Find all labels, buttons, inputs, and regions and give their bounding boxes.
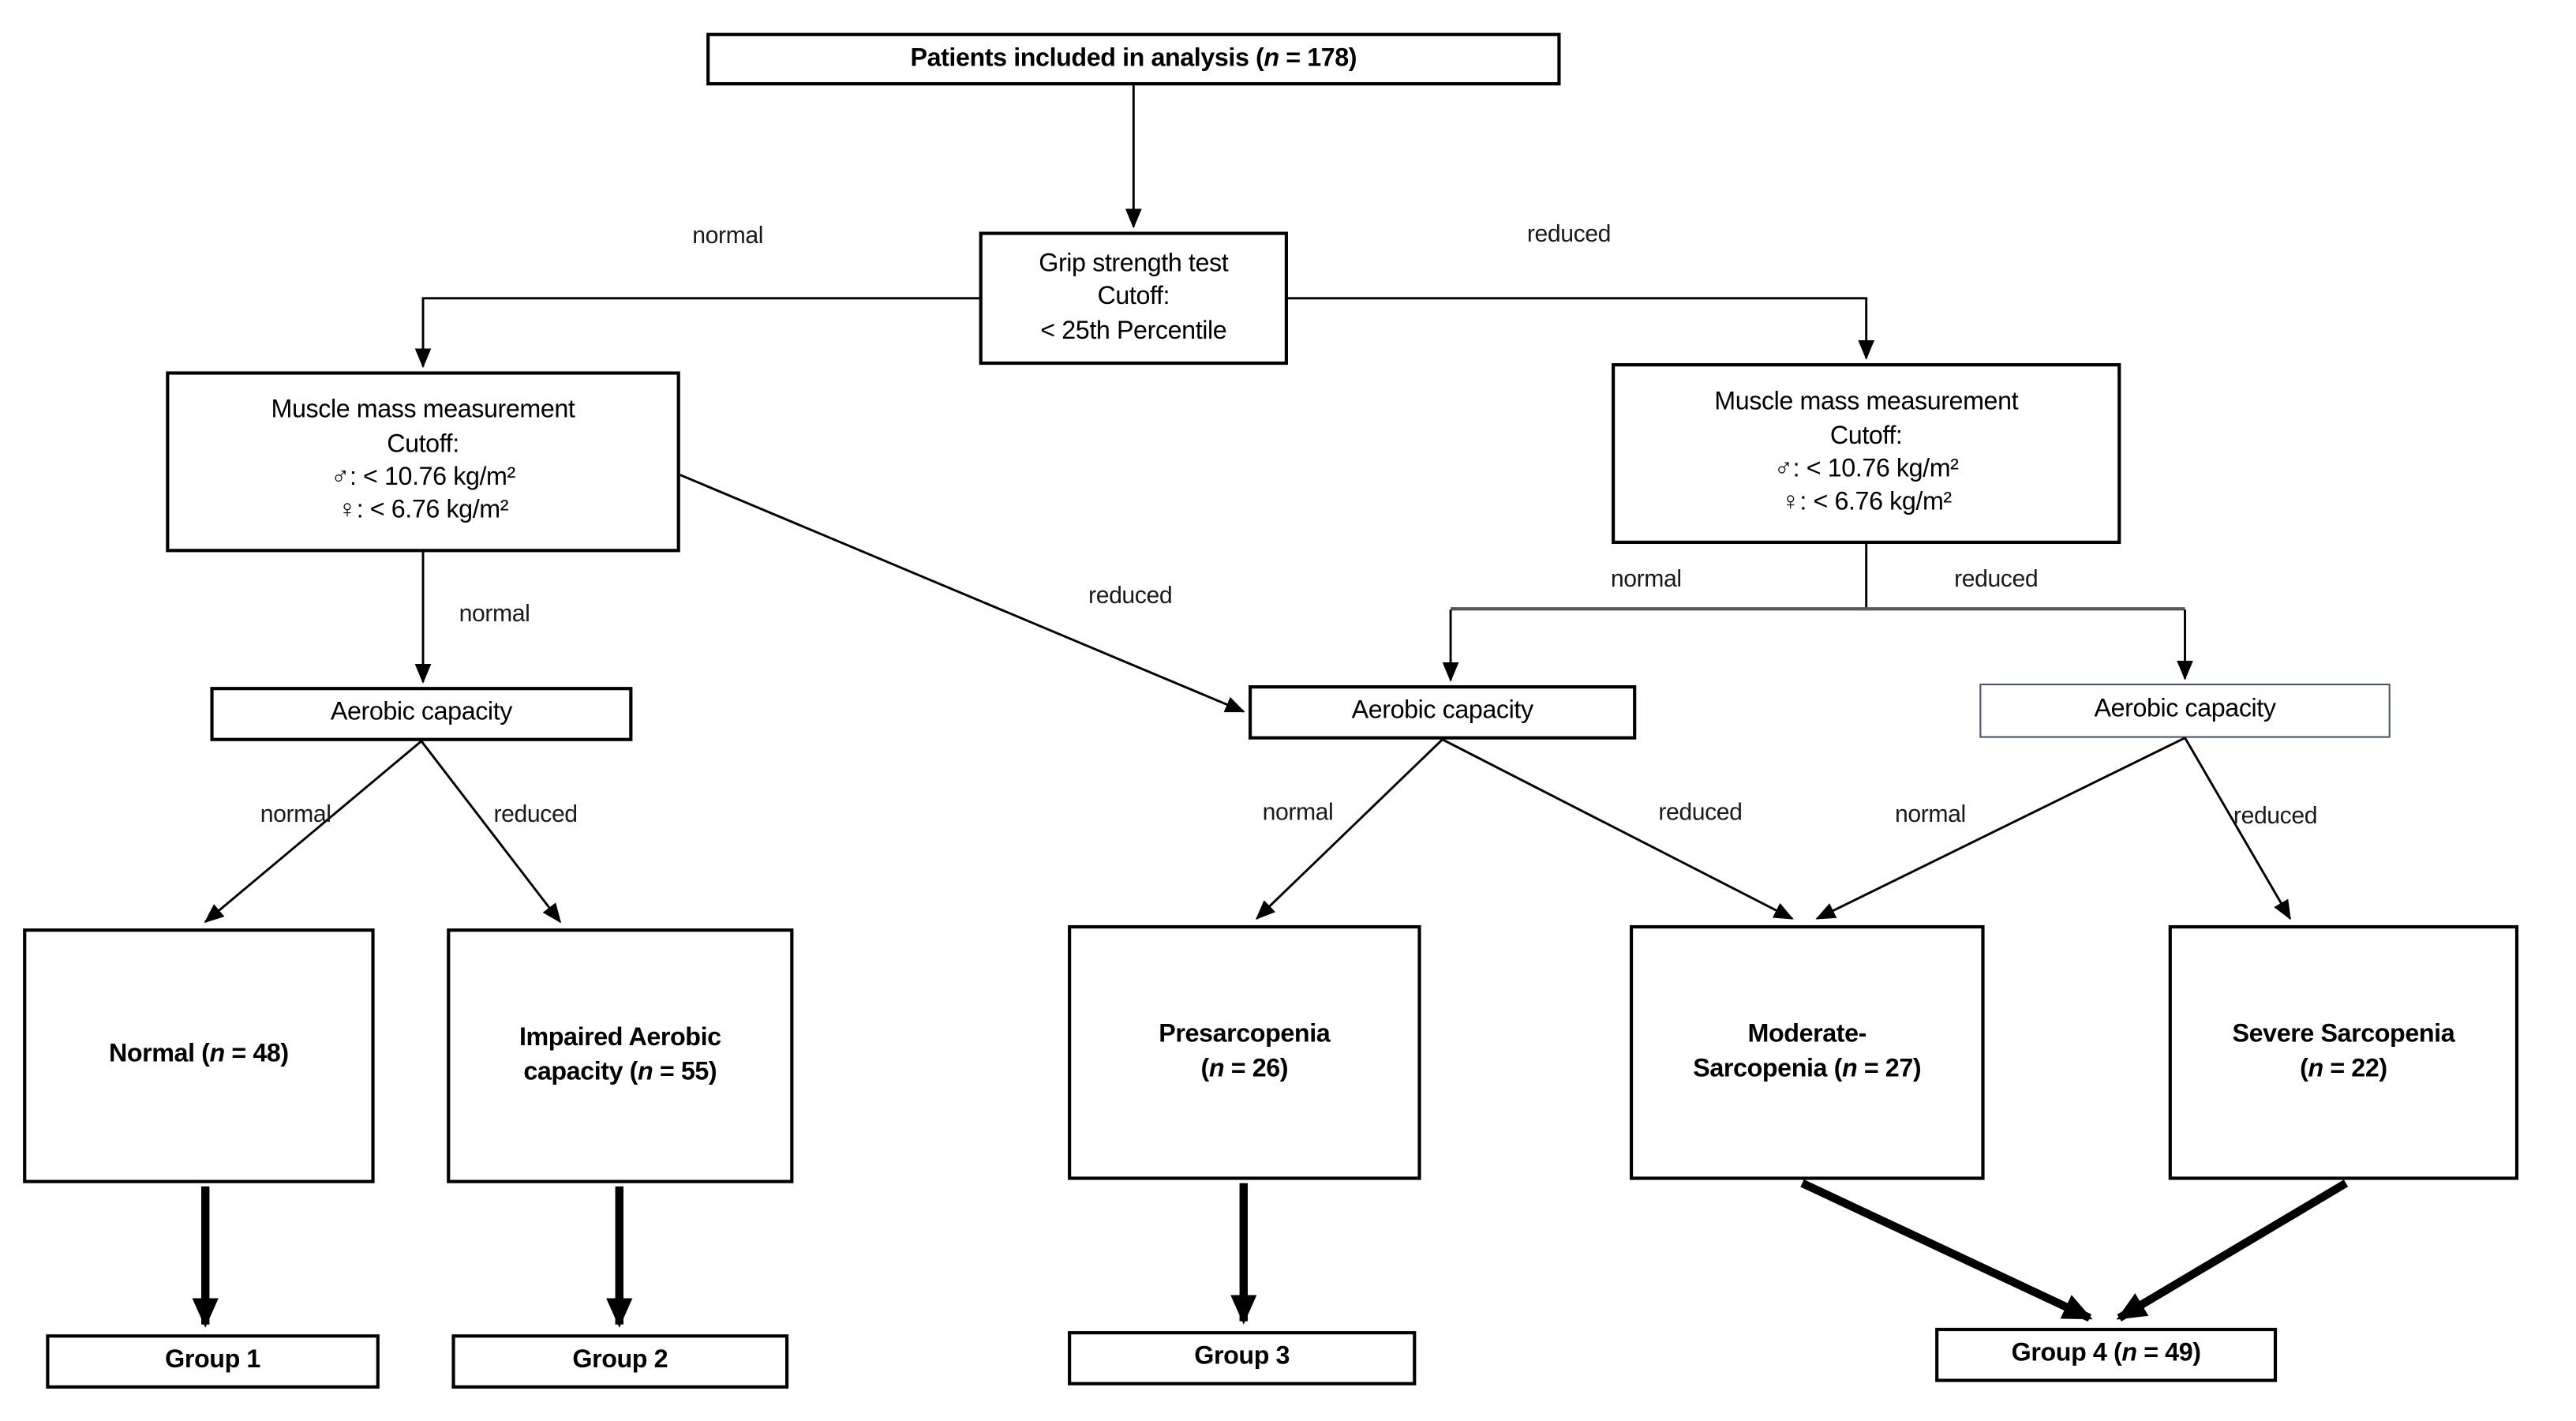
node-group4: Group 4 (n = 49): [1935, 1327, 2278, 1382]
node-group1: Group 1: [46, 1334, 380, 1389]
node-moderate-sarcopenia: Moderate- Sarcopenia (n = 27): [1629, 924, 1985, 1180]
edge-aerobic-right-normal-to-moderate: [1815, 737, 2186, 920]
node-muscle-mass-right: Muscle mass measurement Cutoff: ♂: < 10.…: [1612, 363, 2121, 545]
node-grip-strength-test: Grip strength test Cutoff: < 25th Percen…: [979, 231, 1288, 366]
node-impaired-aerobic: Impaired Aerobic capacity (n = 55): [447, 928, 794, 1183]
node-presarcopenia: Presarcopenia (n = 26): [1068, 924, 1421, 1180]
edge-label-muscle-right-reduced: reduced: [1954, 567, 2039, 594]
edge-aerobic-left-normal-to-normal-box: [204, 740, 422, 924]
edge-label-aerobic-left-normal: normal: [260, 801, 331, 829]
patients-text: Patients included in analysis (: [910, 43, 1264, 73]
edge-label-aerobic-mid-normal: normal: [1262, 800, 1334, 827]
edge-label-muscle-right-normal: normal: [1610, 567, 1682, 594]
edge-label-muscle-left-reduced: reduced: [1088, 583, 1173, 610]
edge-severe-to-group4: [2116, 1179, 2349, 1322]
edge-grip-normal-to-muscle-left: [414, 297, 979, 369]
edge-aerobic-left-reduced-to-impaired: [420, 740, 562, 924]
edge-label-aerobic-right-reduced: reduced: [2233, 803, 2318, 830]
edge-label-aerobic-right-normal: normal: [1894, 801, 1966, 829]
patients-n: n: [1264, 43, 1279, 73]
edge-label-aerobic-mid-reduced: reduced: [1658, 800, 1743, 827]
edge-moderate-to-group4: [1800, 1179, 2093, 1322]
patients-count: = 178): [1279, 43, 1357, 73]
edge-label-grip-normal: normal: [692, 223, 764, 250]
node-aerobic-capacity-mid: Aerobic capacity: [1249, 685, 1637, 740]
node-aerobic-capacity-right: Aerobic capacity: [1979, 683, 2391, 738]
node-aerobic-capacity-left: Aerobic capacity: [210, 687, 633, 741]
edge-label-aerobic-left-reduced: reduced: [493, 801, 578, 829]
node-severe-sarcopenia: Severe Sarcopenia (n = 22): [2168, 924, 2519, 1180]
node-patients: Patients included in analysis (n = 178): [706, 32, 1561, 86]
edge-label-muscle-left-normal: normal: [459, 601, 530, 628]
node-group2: Group 2: [451, 1334, 789, 1389]
node-normal-outcome: Normal (n = 48): [23, 928, 375, 1183]
edge-aerobic-mid-normal-to-presarcopenia: [1255, 738, 1443, 920]
edge-aerobic-mid-reduced-to-moderate: [1441, 738, 1794, 920]
node-muscle-mass-left: Muscle mass measurement Cutoff: ♂: < 10.…: [166, 371, 680, 553]
node-group3: Group 3: [1068, 1331, 1417, 1385]
edge-grip-reduced-to-muscle-right: [1287, 297, 1875, 360]
edge-label-grip-reduced: reduced: [1526, 222, 1612, 249]
